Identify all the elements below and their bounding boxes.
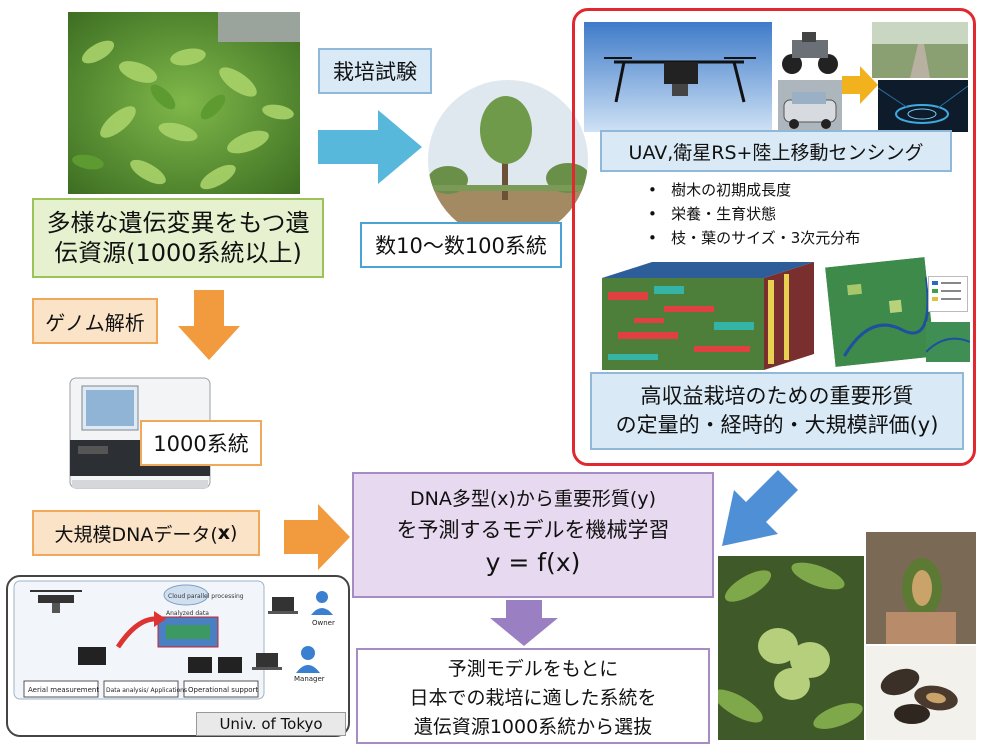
sensing-bullet-list: • 樹木の初期成長度 • 栄養・生育状態 • 枝・葉のサイズ・3次元分布 — [648, 178, 948, 252]
ml-formula: y = f(x) — [485, 548, 581, 577]
selection-line3: 遺伝資源1000系統から選抜 — [413, 716, 653, 738]
road-photo — [872, 22, 968, 78]
arrow-down-left-blue — [722, 470, 798, 546]
bullet-item: • 樹木の初期成長度 — [648, 181, 792, 199]
evaluation-line1: 高収益栽培のための重要形質 — [640, 383, 914, 408]
univ-analyzed-text: Analyzed data — [166, 610, 209, 617]
machine-learning-box: DNA多型(x)から重要形質(y) を予測するモデルを機械学習 y = f(x) — [352, 472, 714, 598]
selection-line2: 日本での栽培に適した系統を — [409, 687, 657, 709]
univ-operational-text: Operational support — [188, 686, 258, 694]
sensing-title: UAV,衛星RS+陸上移動センシング — [600, 130, 952, 172]
evaluation-line2: の定量的・経時的・大規模評価(y) — [615, 413, 939, 437]
atv-vehicle-image — [778, 22, 842, 78]
arrow-right-orange — [284, 504, 350, 570]
sensing-panel-frame — [572, 8, 976, 466]
drone-photo — [584, 22, 772, 132]
genetic-resources-line1: 多様な遺伝変異をもつ遺 — [46, 209, 310, 237]
arrow-down-purple — [490, 600, 558, 646]
arrow-right-blue-top — [318, 110, 422, 184]
walnut-hand-photo — [866, 532, 976, 644]
arrow-down-orange — [178, 290, 240, 360]
large-dna-data-x: x — [217, 522, 231, 544]
bullet-text-1: 樹木の初期成長度 — [671, 181, 792, 199]
large-dna-data-text: 大規模DNAデータ( — [54, 523, 218, 546]
univ-manager-text: Manager — [294, 675, 325, 683]
small-map-image — [926, 322, 970, 362]
selection-line1: 予測モデルをもとに — [447, 658, 619, 680]
bullet-item: • 枝・葉のサイズ・3次元分布 — [648, 229, 861, 247]
car-photo — [778, 80, 842, 132]
univ-aerial-text: Aerial measurement — [28, 686, 99, 694]
genetic-resources-line2: 伝資源(1000系統以上) — [54, 239, 302, 267]
univ-tokyo-system-diagram: Cloud parallel processing Analyzed data … — [6, 575, 350, 737]
walnut-tree-photo — [718, 556, 864, 740]
large-dna-data-box: 大規模DNAデータ(x) — [32, 510, 260, 556]
ml-line2: を予測するモデルを機械学習 — [396, 518, 670, 542]
plant-leaves-photo — [68, 12, 300, 194]
univ-tokyo-label: Univ. of Tokyo — [196, 712, 346, 736]
univ-owner-text: Owner — [312, 619, 335, 627]
bullet-item: • 栄養・生育状態 — [648, 205, 777, 223]
bullet-text-2: 栄養・生育状態 — [671, 205, 777, 223]
sequencer-lines-label: 1000系統 — [140, 420, 262, 466]
univ-cloud-text: Cloud parallel processing — [168, 593, 244, 600]
satellite-map-image — [825, 257, 935, 367]
ml-line1: DNA多型(x)から重要形質(y) — [410, 488, 656, 510]
univ-drone-icon — [30, 590, 82, 613]
univ-analysis-text: Data analysis/ Applications — [106, 687, 187, 694]
walnut-shells-photo — [866, 646, 976, 740]
large-dna-data-close: ) — [230, 522, 238, 544]
bullet-text-3: 枝・葉のサイズ・3次元分布 — [671, 229, 861, 247]
lidar-scan-image — [878, 80, 968, 132]
evaluation-box: 高収益栽培のための重要形質 の定量的・経時的・大規模評価(y) — [590, 372, 964, 450]
genetic-resources-box: 多様な遺伝変異をもつ遺 伝資源(1000系統以上) — [32, 198, 324, 278]
orchard-photo — [428, 80, 588, 240]
map-legend-image — [928, 276, 968, 312]
cultivation-trial-label: 栽培試験 — [318, 48, 432, 94]
lines-count-label: 数10〜数100系統 — [360, 222, 562, 268]
arrow-right-yellow — [842, 66, 878, 104]
genome-analysis-label: ゲノム解析 — [32, 298, 158, 344]
selection-box: 予測モデルをもとに 日本での栽培に適した系統を 遺伝資源1000系統から選抜 — [356, 648, 710, 744]
hyperspectral-cube-image — [594, 262, 834, 372]
